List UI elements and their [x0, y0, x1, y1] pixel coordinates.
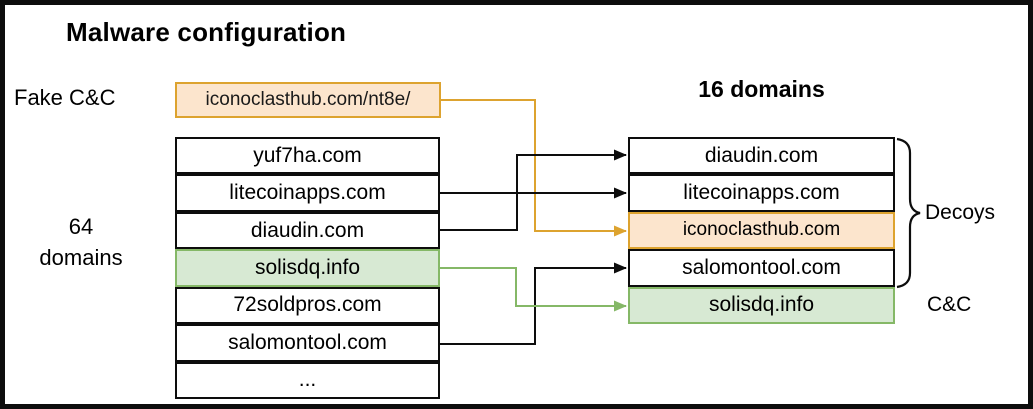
decoys-label: Decoys	[925, 201, 996, 224]
arrow-solisdq	[440, 267, 627, 312]
list-item: diaudin.com	[628, 137, 895, 175]
arrow-fake-cc-to-iconoclasthub	[441, 99, 627, 237]
left-domain-list: yuf7ha.com litecoinapps.com diaudin.com …	[175, 137, 440, 399]
right-count-label: 16 domains	[698, 76, 825, 102]
left-count-label: 64 domains	[18, 211, 144, 273]
list-item: yuf7ha.com	[175, 137, 440, 175]
list-item: salomontool.com	[175, 324, 440, 362]
list-item-cc: solisdq.info	[175, 249, 440, 287]
list-item: 72soldpros.com	[175, 286, 440, 325]
list-item: diaudin.com	[175, 211, 440, 250]
list-item: salomontool.com	[628, 249, 895, 287]
list-item-fake-cc: iconoclasthub.com	[628, 211, 895, 250]
list-item: litecoinapps.com	[175, 174, 440, 212]
cc-label: C&C	[927, 293, 972, 316]
list-item-cc: solisdq.info	[628, 286, 895, 324]
list-item-ellipsis: ...	[175, 361, 440, 399]
left-count-number: 64	[68, 214, 94, 239]
fake-cc-label: Fake C&C	[14, 85, 116, 110]
right-domain-list: diaudin.com litecoinapps.com iconoclasth…	[628, 137, 895, 324]
left-count-word: domains	[39, 245, 123, 270]
page-title: Malware configuration	[66, 17, 347, 47]
decoys-brace	[896, 137, 921, 289]
fake-cc-domain-box: iconoclasthub.com/nt8e/	[175, 82, 441, 118]
list-item: litecoinapps.com	[628, 174, 895, 212]
